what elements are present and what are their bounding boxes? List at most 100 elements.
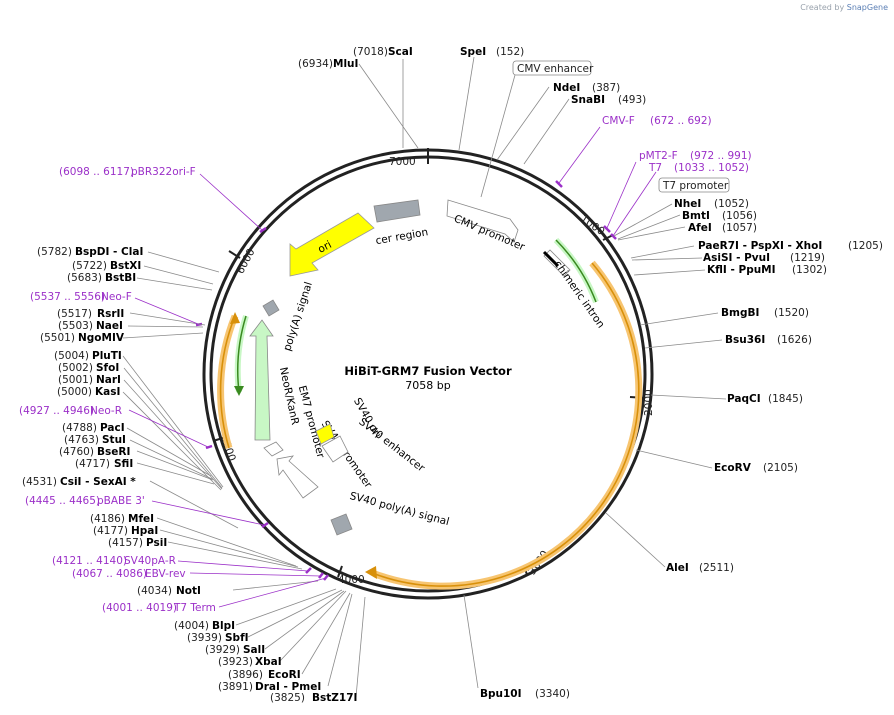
site-naei[interactable]: (5503)NaeI (58, 320, 123, 332)
primer-t7-term[interactable]: (4001 .. 4019)T7 Term (102, 602, 216, 614)
primer-range: (5537 .. 5556) (30, 291, 105, 303)
site-ndei[interactable]: NdeI(387) (553, 82, 620, 94)
neo-kanr-label: NeoR/KanR (277, 366, 301, 426)
site-stui[interactable]: (4763)StuI (64, 434, 126, 446)
site-sfii[interactable]: (4717)SfiI (75, 458, 133, 470)
site-pmei[interactable]: (3891)DraI - PmeI (218, 681, 321, 693)
site-nhei[interactable]: NheI(1052) (674, 198, 749, 210)
primer-name: SV40pA-R (124, 555, 176, 567)
ori-arrow (289, 212, 375, 277)
site-afei[interactable]: AfeI(1057) (688, 222, 757, 234)
site-ecori[interactable]: (3896)EcoRI (228, 669, 301, 681)
site-name: CsiI - SexAI * (60, 476, 136, 488)
site-ecorv[interactable]: EcoRV(2105) (714, 462, 798, 474)
site-pos: (1302) (792, 264, 827, 276)
primer-pbr322ori-f[interactable]: (6098 .. 6117)pBR322ori-F (59, 166, 196, 178)
plasmid-length: 7058 bp (405, 379, 450, 392)
site-bstz17i[interactable]: (3825)BstZ17I (270, 692, 357, 704)
site-name: SpeI (460, 46, 486, 58)
primer-range: (4927 .. 4946) (19, 405, 94, 417)
site-bmgbi[interactable]: BmgBI(1520) (721, 307, 809, 319)
site-name: MluI (333, 58, 358, 70)
site-pos: (4717) (75, 458, 110, 470)
tick-label-6000: 6000 (234, 247, 257, 276)
sv40-enhancer-arrow (321, 435, 349, 463)
primer-pbabe-3[interactable]: (4445 .. 4465)pBABE 3' (25, 495, 145, 507)
site-scai[interactable]: (7018)ScaI (353, 46, 413, 58)
site-paci[interactable]: (4788)PacI (62, 422, 125, 434)
site-pos: (493) (618, 94, 646, 106)
site-name: SbfI (225, 632, 249, 644)
site-mfei[interactable]: (4186)MfeI (90, 513, 154, 525)
primer-range: (4067 .. 4086) (72, 568, 147, 580)
site-rsrii[interactable]: (5517)RsrII (57, 308, 124, 320)
primer-t7[interactable]: T7(1033 .. 1052) (648, 162, 749, 174)
site-bmti[interactable]: BmtI(1056) (682, 210, 757, 222)
site-bpu10i[interactable]: Bpu10I(3340) (480, 688, 570, 700)
primer-name: pBR322ori-F (131, 166, 196, 178)
site-ppumi[interactable]: KflI - PpuMI(1302) (707, 264, 827, 276)
site-pos: (5683) (67, 272, 102, 284)
site-pos: (4788) (62, 422, 97, 434)
site-psii[interactable]: (4157)PsiI (108, 537, 167, 549)
site-name: BseRI (97, 446, 130, 458)
site-alei[interactable]: AleI (2511) (666, 562, 734, 574)
poly-a-signal-box (262, 299, 280, 317)
site-kasi[interactable]: (5000)KasI (57, 386, 120, 398)
site-bseri[interactable]: (4760)BseRI (59, 446, 130, 458)
site-pos: (5501) (40, 332, 75, 344)
orf-arrowhead (365, 566, 377, 579)
site-mlui[interactable]: (6934)MluI (298, 58, 358, 70)
site-sbfi[interactable]: (3939)SbfI (187, 632, 249, 644)
site-nari[interactable]: (5001)NarI (58, 374, 121, 386)
site-bstxi[interactable]: (5722)BstXI (72, 260, 141, 272)
site-name: NarI (96, 374, 121, 386)
site-pos: (5517) (57, 308, 92, 320)
site-xhoi[interactable]: PaeR7I - PspXI - XhoI(1205) (698, 240, 883, 252)
site-snabi[interactable]: SnaBI (493) (571, 94, 646, 106)
sv40-promoter-arrow (276, 455, 319, 499)
site-name: SnaBI (571, 94, 605, 106)
primer-range: (4121 .. 4140) (52, 555, 127, 567)
primer-name: pBABE 3' (97, 495, 145, 507)
site-name: PaqCI (727, 393, 761, 405)
site-bstbi[interactable]: (5683)BstBI (67, 272, 136, 284)
site-sexai[interactable]: (4531)CsiI - SexAI * (22, 476, 136, 488)
site-noti[interactable]: (4034)NotI (137, 585, 201, 597)
primer-range: (672 .. 692) (650, 115, 712, 127)
site-sfoi[interactable]: (5002)SfoI (58, 362, 119, 374)
orf-arc (374, 262, 640, 587)
site-paqci[interactable]: PaqCI(1845) (727, 393, 803, 405)
primer-sv40pa-r[interactable]: (4121 .. 4140)SV40pA-R (52, 555, 176, 567)
site-name: MfeI (128, 513, 154, 525)
credit-prefix: Created by (800, 3, 845, 12)
site-pvui[interactable]: AsiSI - PvuI(1219) (703, 252, 825, 264)
primer-neo-r[interactable]: (4927 .. 4946)Neo-R (19, 405, 122, 417)
site-xbai[interactable]: (3923)XbaI (218, 656, 282, 668)
site-hpai[interactable]: (4177)HpaI (93, 525, 158, 537)
site-clai[interactable]: (5782)BspDI - ClaI (37, 246, 143, 258)
primer-neo-f[interactable]: (5537 .. 5556)Neo-F (30, 291, 132, 303)
site-pluti[interactable]: (5004)PluTI (54, 350, 122, 362)
site-name: AleI (666, 562, 689, 574)
site-sali[interactable]: (3929)SalI (205, 644, 265, 656)
chimeric-intron-bar (542, 250, 560, 268)
ori-label: ori (316, 239, 334, 256)
site-ngomiv[interactable]: (5501)NgoMIV (40, 332, 125, 344)
site-blpi[interactable]: (4004)BlpI (174, 620, 235, 632)
primer-ebv-rev[interactable]: (4067 .. 4086)EBV-rev (72, 568, 186, 580)
site-pos: (387) (592, 82, 620, 94)
site-pos: (4760) (59, 446, 94, 458)
site-pos: (5004) (54, 350, 89, 362)
site-name: XbaI (255, 656, 282, 668)
site-bsu36i[interactable]: Bsu36I(1626) (725, 334, 812, 346)
primer-pmt2-f[interactable]: pMT2-F(972 .. 991) (639, 150, 752, 162)
site-spei[interactable]: SpeI(152) (460, 46, 524, 58)
site-name: Bsu36I (725, 334, 765, 346)
site-name: KasI (95, 386, 120, 398)
primer-cmv-f[interactable]: CMV-F(672 .. 692) (602, 115, 712, 127)
neo-small-arrowhead (234, 386, 244, 396)
site-pos: (5000) (57, 386, 92, 398)
site-name: ScaI (388, 46, 413, 58)
site-pos: (2511) (699, 562, 734, 574)
